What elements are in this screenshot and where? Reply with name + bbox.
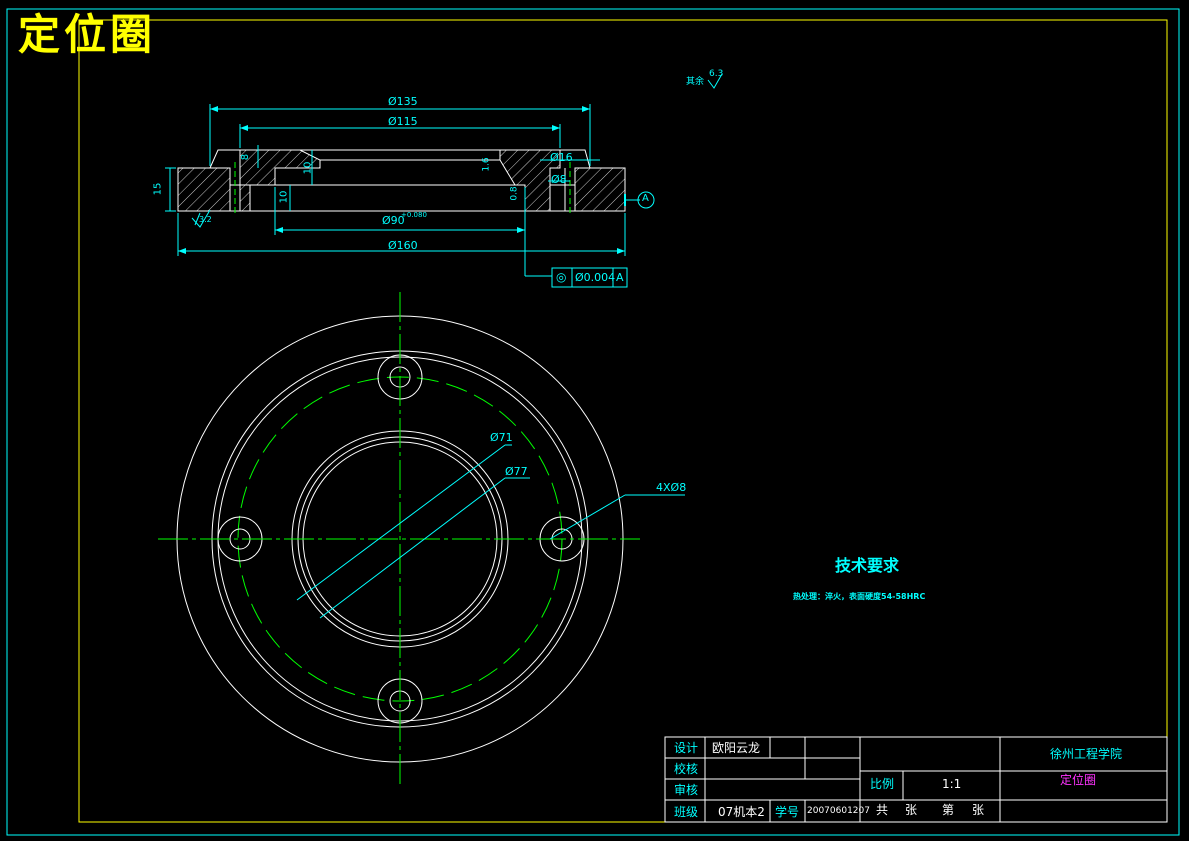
tb-sheets-di: 第 xyxy=(942,803,955,817)
drawing-title: 定位圈 xyxy=(18,10,157,59)
dim-d16: Ø16 xyxy=(550,151,573,164)
roughness-left-value: 3.2 xyxy=(199,215,212,224)
tb-sheets-total: 共 xyxy=(876,803,889,817)
dim-d71: Ø71 xyxy=(490,431,513,444)
roughness-label: 其余 xyxy=(686,77,705,87)
tolerance-value: Ø0.004 xyxy=(575,271,616,284)
tb-sheets-zhang1: 张 xyxy=(905,803,918,817)
tb-class-value: 07机本2 xyxy=(718,805,765,819)
datum-a: A xyxy=(642,193,649,204)
section-left-flange xyxy=(177,167,231,212)
roughness-value: 6.3 xyxy=(709,69,724,79)
tech-title: 技术要求 xyxy=(835,556,900,575)
tech-line: 热处理：淬火，表面硬度54-58HRC xyxy=(793,592,926,601)
outer-border xyxy=(6,8,1180,836)
dim-d8: Ø8 xyxy=(551,173,567,186)
dim-d90-tol: +0.080 xyxy=(401,211,427,219)
tb-school: 徐州工程学院 xyxy=(1050,747,1123,761)
tb-designer: 欧阳云龙 xyxy=(712,741,761,755)
tb-design-label: 设计 xyxy=(674,741,699,755)
dim-d77: Ø77 xyxy=(505,465,528,478)
dim-d115: Ø115 xyxy=(388,115,418,128)
tb-class-label: 班级 xyxy=(674,805,699,819)
dim-d90: Ø90 xyxy=(382,214,405,227)
dim-d135: Ø135 xyxy=(388,95,418,108)
drawing-frame xyxy=(78,19,1168,823)
dim-chamfer2: 0.8 xyxy=(509,186,520,201)
dim-holes: 4XØ8 xyxy=(656,481,687,494)
dim-h10b: 10 xyxy=(302,161,314,175)
dim-h15: 15 xyxy=(152,182,164,196)
section-right-flange xyxy=(574,167,626,212)
tb-scale: 1:1 xyxy=(942,777,962,791)
dim-d160: Ø160 xyxy=(388,239,418,252)
title-block xyxy=(664,736,1168,823)
tb-check-label: 校核 xyxy=(674,762,699,776)
tolerance-symbol: ◎ xyxy=(556,270,567,284)
tb-student-id: 20070601207 xyxy=(807,806,870,816)
plan-view xyxy=(158,292,685,786)
tb-part-name: 定位圈 xyxy=(1060,773,1097,787)
tb-scale-label: 比例 xyxy=(870,777,895,791)
tb-review-label: 审核 xyxy=(674,783,699,797)
section-view xyxy=(165,73,723,288)
dim-chamfer1: 1.6 xyxy=(481,157,492,172)
tb-sheets-zhang2: 张 xyxy=(972,803,985,817)
tb-student-id-label: 学号 xyxy=(775,805,800,819)
dim-h8: 8 xyxy=(240,153,252,161)
dim-h10a: 10 xyxy=(278,190,290,204)
tolerance-datum: A xyxy=(616,271,624,284)
